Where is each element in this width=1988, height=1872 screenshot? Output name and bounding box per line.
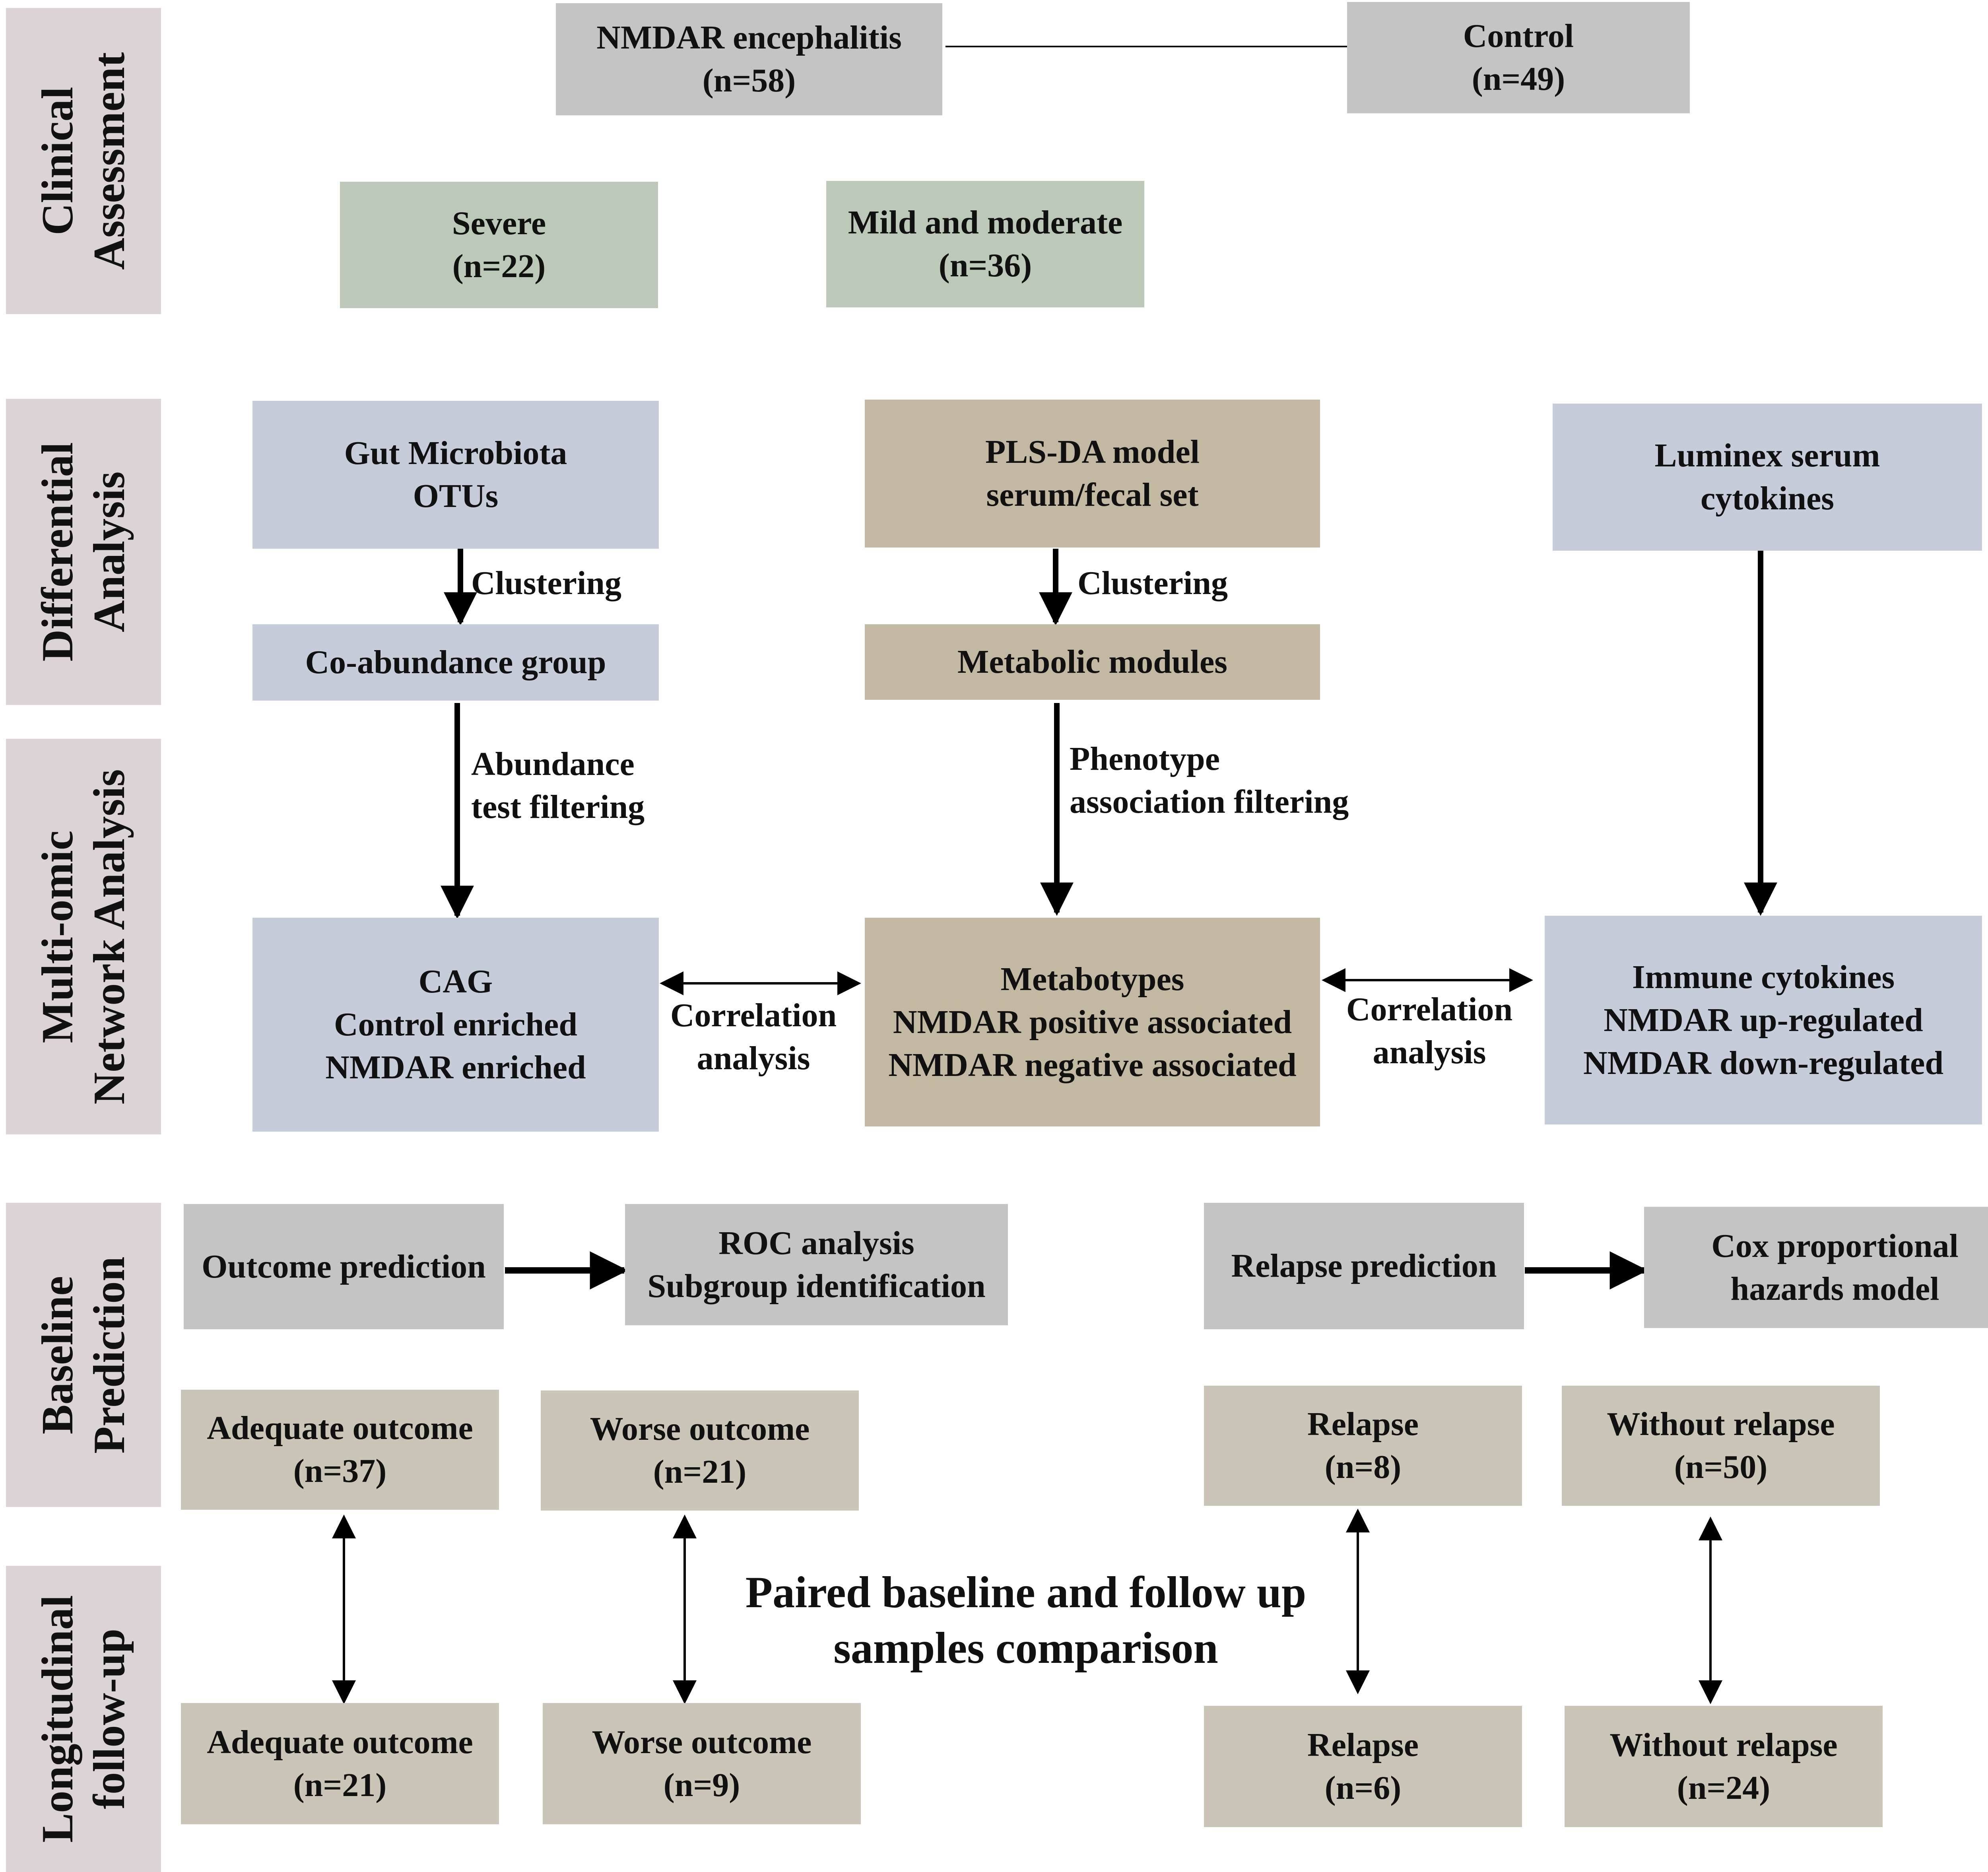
baseline-without-relapse-box: Without relapse (n=50) bbox=[1562, 1386, 1880, 1506]
cag-box: CAG Control enriched NMDAR enriched bbox=[252, 918, 659, 1132]
followup-without-relapse-box: Without relapse (n=24) bbox=[1565, 1706, 1883, 1827]
followup-adequate-outcome-box: Adequate outcome (n=21) bbox=[181, 1703, 499, 1824]
co-abundance-group-box: Co-abundance group bbox=[252, 624, 659, 701]
section-differential-analysis: Differential Analysis bbox=[6, 399, 161, 705]
luminex-serum-box: Luminex serum cytokines bbox=[1553, 404, 1982, 551]
baseline-worse-outcome-box: Worse outcome (n=21) bbox=[541, 1390, 859, 1511]
mild-moderate-box: Mild and moderate (n=36) bbox=[826, 181, 1144, 307]
relapse-prediction-box: Relapse prediction bbox=[1204, 1203, 1524, 1329]
correlation-analysis-label-left: Correlation analysis bbox=[670, 997, 837, 1077]
cox-model-box: Cox proportional hazards model bbox=[1644, 1207, 1988, 1328]
metabotypes-box: Metabotypes NMDAR positive associated NM… bbox=[865, 918, 1320, 1126]
paired-comparison-label: Paired baseline and follow up samples co… bbox=[745, 1568, 1307, 1673]
gut-microbiota-box: Gut Microbiota OTUs bbox=[252, 401, 659, 549]
clustering-label-left: Clustering bbox=[471, 565, 621, 602]
baseline-adequate-outcome-box: Adequate outcome (n=37) bbox=[181, 1390, 499, 1510]
plsda-model-box: PLS-DA model serum/fecal set bbox=[865, 400, 1320, 548]
severe-box: Severe (n=22) bbox=[340, 182, 658, 308]
correlation-analysis-label-right: Correlation analysis bbox=[1346, 991, 1513, 1071]
phenotype-filter-label: Phenotype association filtering bbox=[1070, 740, 1349, 820]
clustering-label-mid: Clustering bbox=[1077, 565, 1228, 602]
baseline-relapse-box: Relapse (n=8) bbox=[1204, 1386, 1522, 1506]
followup-relapse-box: Relapse (n=6) bbox=[1204, 1706, 1522, 1827]
outcome-prediction-box: Outcome prediction bbox=[184, 1204, 504, 1329]
section-multiomic-network-analysis: Multi-omic Network Analysis bbox=[6, 739, 161, 1134]
section-clinical-assessment: Clinical Assessment bbox=[6, 8, 161, 314]
roc-analysis-box: ROC analysis Subgroup identification bbox=[625, 1204, 1008, 1325]
control-box: Control (n=49) bbox=[1347, 2, 1690, 113]
followup-worse-outcome-box: Worse outcome (n=9) bbox=[543, 1703, 861, 1824]
section-longitudinal-follow-up: Longitudinal follow-up bbox=[6, 1566, 161, 1872]
abundance-filter-label: Abundance test filtering bbox=[471, 746, 645, 825]
section-baseline-prediction: Baseline Prediction bbox=[6, 1203, 161, 1507]
metabolic-modules-box: Metabolic modules bbox=[865, 624, 1320, 700]
immune-cytokines-box: Immune cytokines NMDAR up-regulated NMDA… bbox=[1545, 916, 1982, 1124]
nmdar-encephalitis-box: NMDAR encephalitis (n=58) bbox=[556, 3, 942, 115]
